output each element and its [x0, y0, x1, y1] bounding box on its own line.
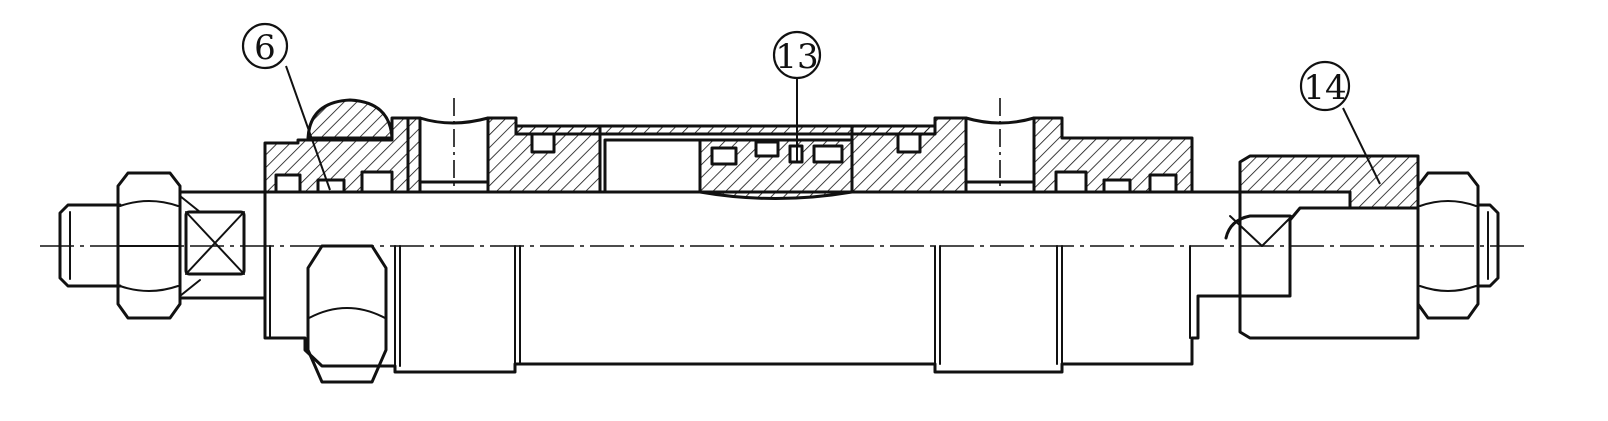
cylinder-lower-body [263, 244, 1242, 374]
piston-section [603, 99, 854, 200]
callout-6: 6 [241, 22, 331, 191]
left-port-body [406, 98, 602, 194]
left-end-cap-section [263, 116, 410, 194]
callout-6-label: 6 [254, 28, 276, 68]
left-hex-nut [116, 171, 182, 320]
left-port-bump [306, 98, 394, 140]
right-hex-nut [1416, 171, 1480, 320]
left-rod-end [178, 190, 267, 300]
lower-port-boss [306, 244, 388, 384]
callout-13-label: 13 [775, 37, 818, 77]
callout-13: 13 [772, 30, 822, 100]
left-threaded-stud [58, 203, 122, 288]
right-threaded-stud [1476, 203, 1500, 288]
right-clevis-fitting [1224, 154, 1420, 340]
callout-14: 14 [1299, 60, 1381, 185]
callout-14-label: 14 [1303, 68, 1346, 108]
right-port-body [850, 98, 1194, 194]
